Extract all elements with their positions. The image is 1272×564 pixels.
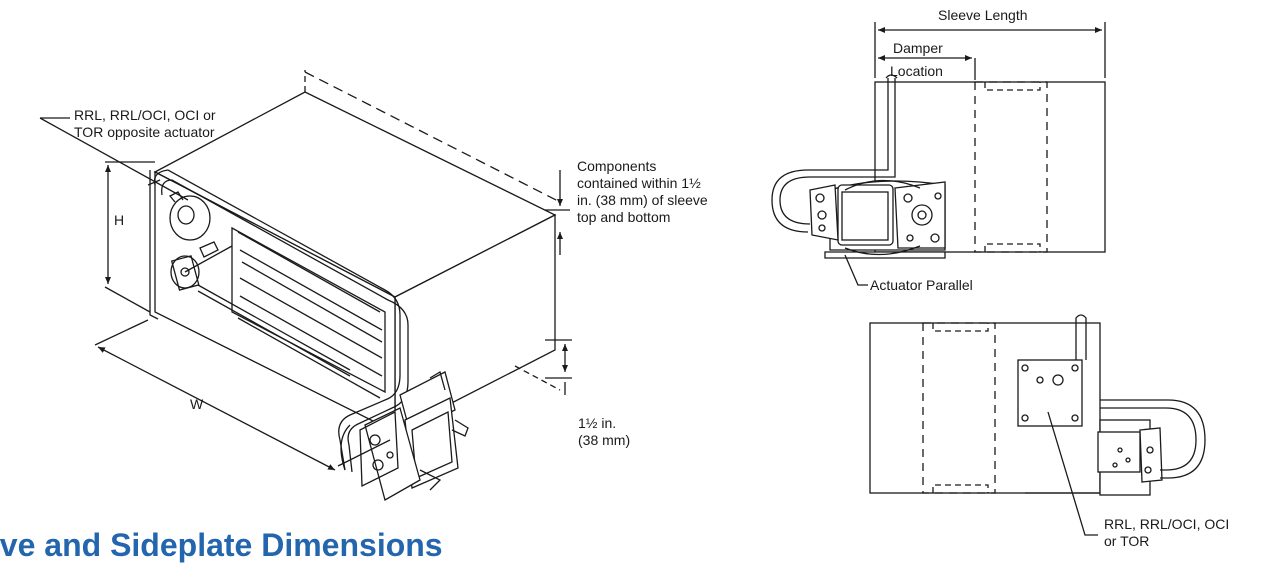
sleeve-length-label: Sleeve Length — [934, 7, 1032, 24]
iso-opposite-label-line1: RRL, RRL/OCI, OCI or — [74, 107, 216, 123]
iso-actuator — [340, 371, 469, 501]
section-heading: eve and Sideplate Dimensions — [0, 527, 443, 563]
components-label-line2: contained within 1½ — [577, 175, 701, 191]
components-label-line4: top and bottom — [577, 209, 671, 225]
dim-w-line — [97, 346, 336, 471]
offset-label-line2: (38 mm) — [578, 432, 631, 448]
dim-h-label: H — [114, 212, 125, 228]
side-view-opposite — [869, 314, 1206, 536]
components-label-line1: Components — [577, 158, 657, 174]
linkage-disc-top — [169, 195, 211, 241]
offset-label-line1: 1½ in. — [578, 415, 617, 431]
side-actuator-top — [809, 179, 946, 259]
isometric-view — [39, 70, 572, 501]
side-view-actuator-parallel — [771, 22, 1106, 286]
bottom-opposite-label-line2: or TOR — [1104, 533, 1150, 549]
actuator-parallel-label: Actuator Parallel — [870, 277, 973, 293]
sideplate — [1017, 359, 1083, 427]
damper-location-label-line1: Damper — [893, 40, 943, 56]
bottom-opposite-label-line1: RRL, RRL/OCI, OCI — [1104, 516, 1230, 532]
iso-opposite-label-line2: TOR opposite actuator — [74, 124, 215, 140]
dim-w-label: W — [190, 396, 204, 412]
damper-location-label-line2: Location — [890, 63, 943, 79]
components-label-line3: in. (38 mm) of sleeve — [577, 192, 708, 208]
